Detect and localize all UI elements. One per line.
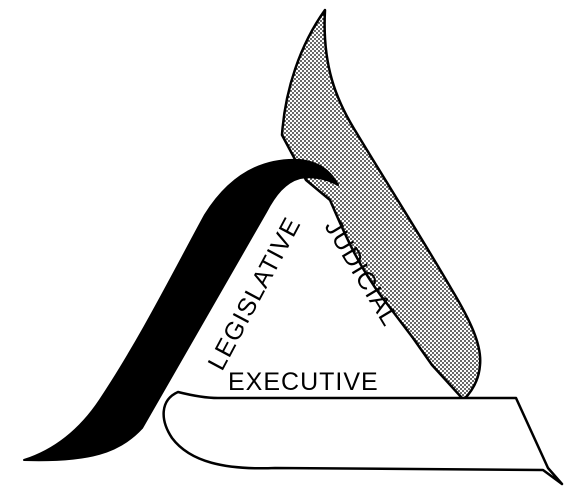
- executive-ribbon: [162, 390, 564, 486]
- inner-triangle: [180, 182, 410, 388]
- legislative-ribbon: [23, 158, 339, 462]
- executive-label: EXECUTIVE: [228, 368, 379, 396]
